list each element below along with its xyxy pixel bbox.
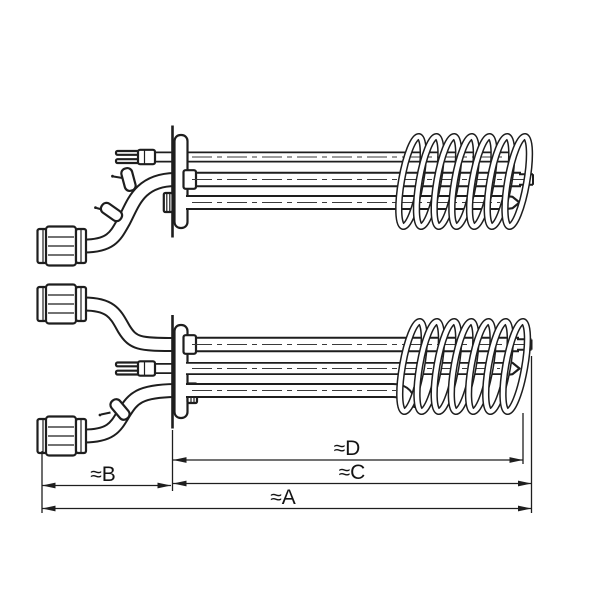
dimension-D: ≈D (173, 437, 523, 463)
arrowhead-right (509, 457, 523, 463)
arrowhead-right (157, 482, 171, 489)
arrowhead-left (173, 457, 187, 463)
dimension-A: ≈A (42, 486, 532, 512)
cable-connector-plug (36, 415, 88, 457)
dim-label-a: ≈A (270, 486, 296, 509)
heater-view-bottom (36, 283, 533, 457)
cable-connector-plug (36, 283, 88, 325)
clip-pin-tip (98, 413, 102, 417)
clip-pin (100, 411, 111, 416)
dim-label-b: ≈B (90, 463, 116, 486)
tube-clip (97, 199, 126, 225)
cable-connector-plug (36, 225, 88, 267)
clip-pin-tip (94, 206, 97, 210)
flange-fitting (162, 191, 174, 214)
supply-tube-bend (83, 172, 176, 254)
arrowhead-right (518, 480, 532, 487)
dimension-annotations: ≈D ≈C ≈B ≈A (41, 356, 533, 513)
supply-tube-bend-upper (83, 296, 176, 352)
clip-pin-tip (111, 174, 114, 178)
fork-terminal (114, 360, 157, 377)
dimension-B: ≈B (42, 463, 171, 489)
fork-terminal (114, 148, 157, 166)
clip-pin (113, 175, 123, 179)
arrowhead-left (42, 482, 56, 489)
tube-clip (119, 165, 138, 194)
arrowhead-left (173, 480, 187, 487)
arrowhead-left (42, 505, 56, 512)
arrowhead-right (518, 505, 532, 512)
dim-label-d: ≈D (334, 437, 361, 460)
dimension-C: ≈C (173, 461, 532, 487)
heater-view-top (36, 125, 535, 267)
heating-tube-bottom (186, 383, 416, 408)
dim-label-c: ≈C (339, 461, 366, 484)
